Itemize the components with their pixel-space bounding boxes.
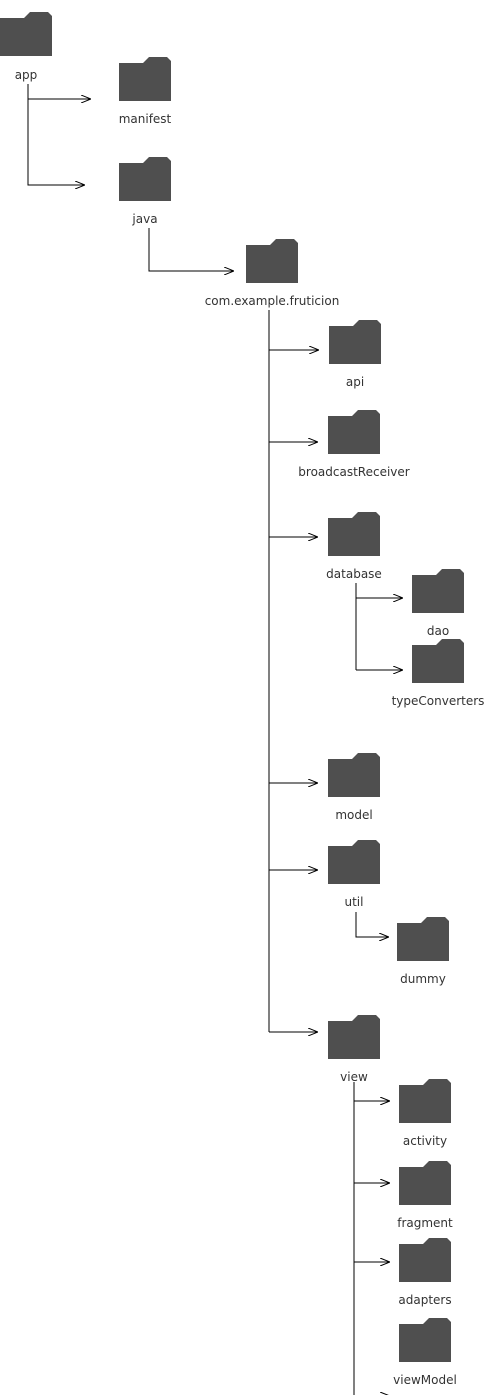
- folder-icon: [0, 12, 52, 56]
- folder-icon: [399, 1161, 451, 1205]
- folder-label: util: [344, 895, 364, 909]
- folder-label: database: [326, 567, 382, 581]
- folder-icon: [397, 917, 449, 961]
- folder-icon: [399, 1238, 451, 1282]
- folder-icon: [328, 753, 380, 797]
- folder-icon: [328, 840, 380, 884]
- folder-icon: [329, 320, 381, 364]
- folder-icon: [246, 239, 298, 283]
- folder-label: api: [345, 375, 365, 389]
- folder-label: broadcastReceiver: [298, 465, 410, 479]
- folder-label: typeConverters: [391, 694, 485, 708]
- connector-app-manifest: [27, 84, 90, 99]
- folder-label: fragment: [397, 1216, 453, 1230]
- folder-icon: [328, 1015, 380, 1059]
- folder-icon: [412, 639, 464, 683]
- folder-icon: [328, 410, 380, 454]
- folder-label: view: [340, 1070, 368, 1084]
- folder-icon: [399, 1079, 451, 1123]
- folder-label: dummy: [400, 972, 446, 986]
- connector-app-java: [27, 99, 84, 185]
- connector-util-dummy: [355, 912, 388, 937]
- folder-label: com.example.fruticion: [204, 294, 340, 308]
- folder-icon: [412, 569, 464, 613]
- folder-icon: [119, 57, 171, 101]
- folder-label: adapters: [398, 1293, 452, 1307]
- folder-icon: [399, 1318, 451, 1362]
- folder-label: model: [335, 808, 373, 822]
- folder-label: app: [14, 68, 38, 82]
- folder-label: manifest: [118, 112, 172, 126]
- folder-label: viewModel: [393, 1373, 457, 1387]
- folder-label: dao: [426, 624, 450, 638]
- folder-label: activity: [402, 1134, 448, 1148]
- connector-java-package: [148, 228, 233, 271]
- folder-label: java: [132, 212, 158, 226]
- folder-icon: [328, 512, 380, 556]
- folder-icon: [119, 157, 171, 201]
